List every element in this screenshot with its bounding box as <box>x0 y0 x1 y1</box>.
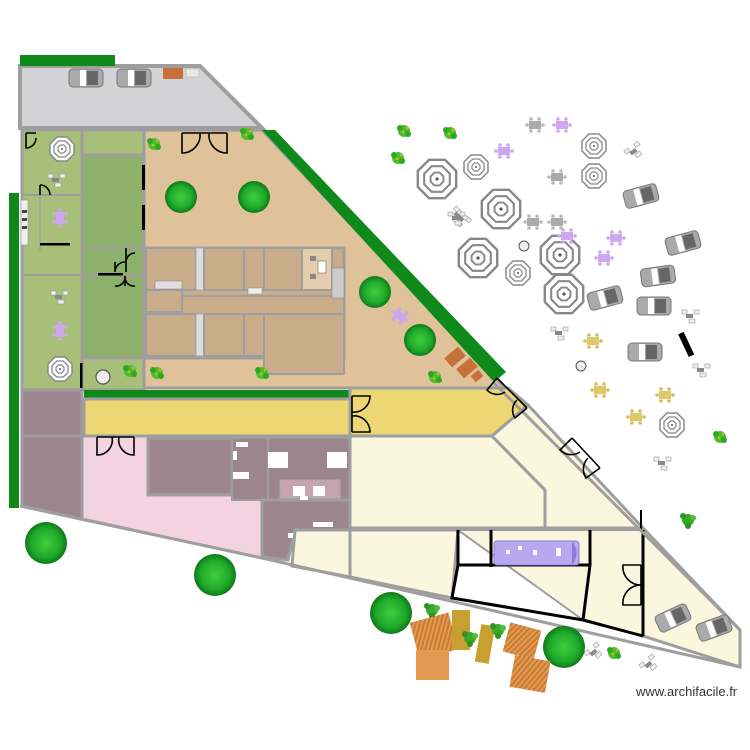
fire-pit-icon <box>518 240 530 252</box>
tile-brick <box>470 369 484 383</box>
south-boundary <box>19 380 742 669</box>
tree-icons <box>25 181 585 668</box>
garden-strip-top <box>80 128 146 157</box>
mauve-room-2 <box>20 434 84 521</box>
central-lawn-upper <box>80 153 146 250</box>
fire-pit-icon <box>575 360 587 372</box>
cream-wing <box>290 402 742 670</box>
inner-building <box>144 246 346 375</box>
car-icon <box>116 68 152 88</box>
fire-pit-icon <box>95 369 111 385</box>
mauve-room-1 <box>20 388 84 438</box>
storage-orange <box>163 68 183 79</box>
deck-area <box>409 610 551 693</box>
car-icon <box>68 68 104 88</box>
west-garden <box>20 128 84 392</box>
side-shelf <box>20 199 29 246</box>
corridor-hedge <box>84 390 350 399</box>
wall-segment <box>40 165 695 388</box>
door-icon <box>25 132 642 606</box>
mauve-service-block <box>146 436 352 562</box>
diagonal-hedge <box>262 130 506 382</box>
lawn-mid <box>81 247 145 276</box>
tile-brick <box>444 346 466 368</box>
watermark: www.archifacile.fr <box>636 684 738 699</box>
yellow-corridor <box>82 397 352 438</box>
bus-icon <box>493 540 580 566</box>
tile-brick <box>456 357 478 379</box>
central-lawn-lower <box>80 273 146 360</box>
west-hedge <box>9 193 19 508</box>
storage-small <box>185 68 200 78</box>
north-hedge <box>20 55 115 66</box>
